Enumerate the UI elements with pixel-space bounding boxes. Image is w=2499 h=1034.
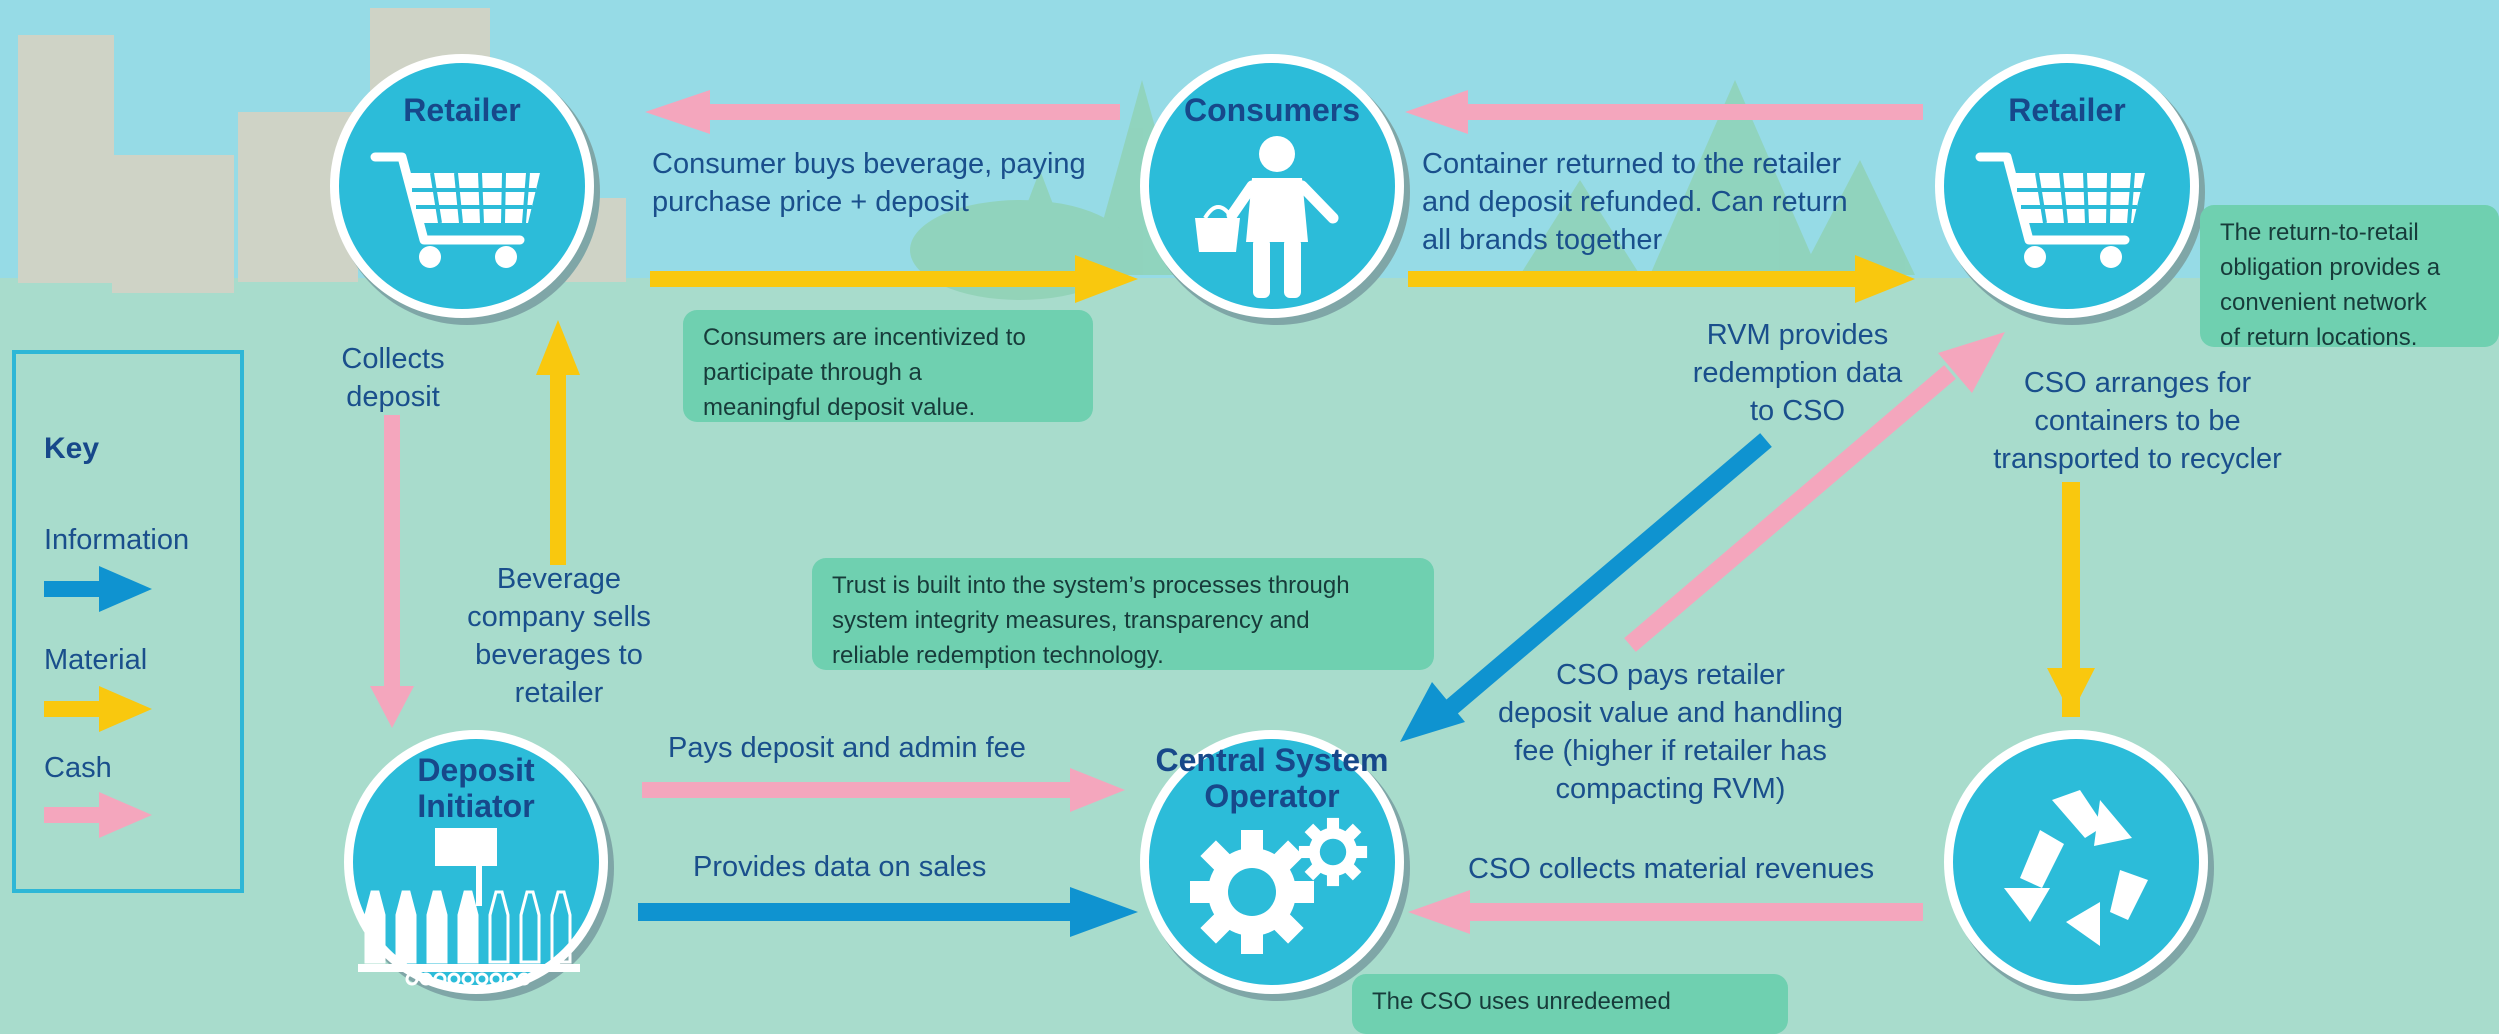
note-trust: Trust is built into the system’s process… — [812, 558, 1434, 670]
legend-key: Key Information Material Cash — [12, 350, 244, 893]
label-container-returned: Container returned to the retailer and d… — [1422, 148, 1848, 256]
legend-label-material: Material — [44, 644, 148, 676]
label-cso-collects: CSO collects material revenues — [1468, 853, 1875, 885]
consumers-node — [1140, 54, 1410, 325]
consumers-title: Consumers — [1183, 92, 1361, 128]
retailer-left-title: Retailer — [403, 92, 521, 128]
diagram-canvas — [0, 0, 2499, 1001]
bottling-line-icon — [358, 828, 580, 986]
arrow-material-retailer-to-recycler — [2047, 482, 2095, 717]
label-beverage-company: Beverage company sells beverages to reta… — [467, 563, 651, 709]
arrow-material-consumer-to-retailer — [1408, 255, 1915, 303]
label-cso-pays: CSO pays retailer deposit value and hand… — [1497, 659, 1844, 805]
arrow-information-retailer-to-cso — [1400, 433, 1772, 742]
person-with-basket-icon — [1195, 136, 1339, 298]
legend-arrow-cash — [44, 792, 152, 838]
arrow-material-retailer-to-consumer — [650, 255, 1138, 303]
cso-title: Central System Operator — [1155, 742, 1389, 814]
retailer-right-node — [1935, 54, 2205, 325]
arrow-cash-consumer-to-retailer — [645, 90, 1120, 134]
cso-node — [1140, 730, 1410, 1001]
arrow-cash-retailer-to-consumer — [1405, 90, 1923, 134]
label-collects-deposit: Collects deposit — [341, 343, 445, 413]
label-consumer-buys: Consumer buys beverage, paying purchase … — [652, 148, 1086, 218]
note-cso-uses: The CSO uses unredeemed — [1352, 974, 1788, 1034]
label-rvm-provides: RVM provides redemption data to CSO — [1692, 319, 1903, 427]
arrow-cash-retailer-to-deposit-initiator — [370, 415, 414, 728]
arrow-information-deposit-initiator-to-cso — [638, 887, 1138, 937]
recycler-node — [1944, 730, 2214, 1001]
arrow-material-deposit-initiator-to-retailer — [536, 320, 580, 565]
legend-arrow-information — [44, 566, 152, 612]
note-return-to-retail: The return-to-retail obligation provides… — [2200, 205, 2499, 351]
legend-label-information: Information — [44, 524, 190, 556]
deposit-initiator-node — [344, 730, 614, 1001]
note-incentivized: Consumers are incentivized to participat… — [683, 310, 1093, 422]
legend-label-cash: Cash — [44, 752, 112, 784]
recycle-icon — [2004, 790, 2148, 946]
legend-title: Key — [44, 432, 100, 465]
retailer-right-title: Retailer — [2008, 92, 2126, 128]
label-cso-arranges: CSO arranges for containers to be transp… — [1993, 367, 2282, 475]
legend-arrow-material — [44, 686, 152, 732]
arrow-cash-cso-to-retailer — [1624, 332, 2005, 652]
label-pays-deposit: Pays deposit and admin fee — [668, 732, 1026, 764]
retailer-left-node — [330, 54, 600, 325]
arrow-cash-deposit-initiator-to-cso — [642, 768, 1125, 812]
label-provides-data: Provides data on sales — [693, 851, 987, 883]
arrow-cash-recycler-to-cso — [1408, 890, 1923, 934]
deposit-initiator-title: Deposit Initiator — [417, 752, 535, 824]
